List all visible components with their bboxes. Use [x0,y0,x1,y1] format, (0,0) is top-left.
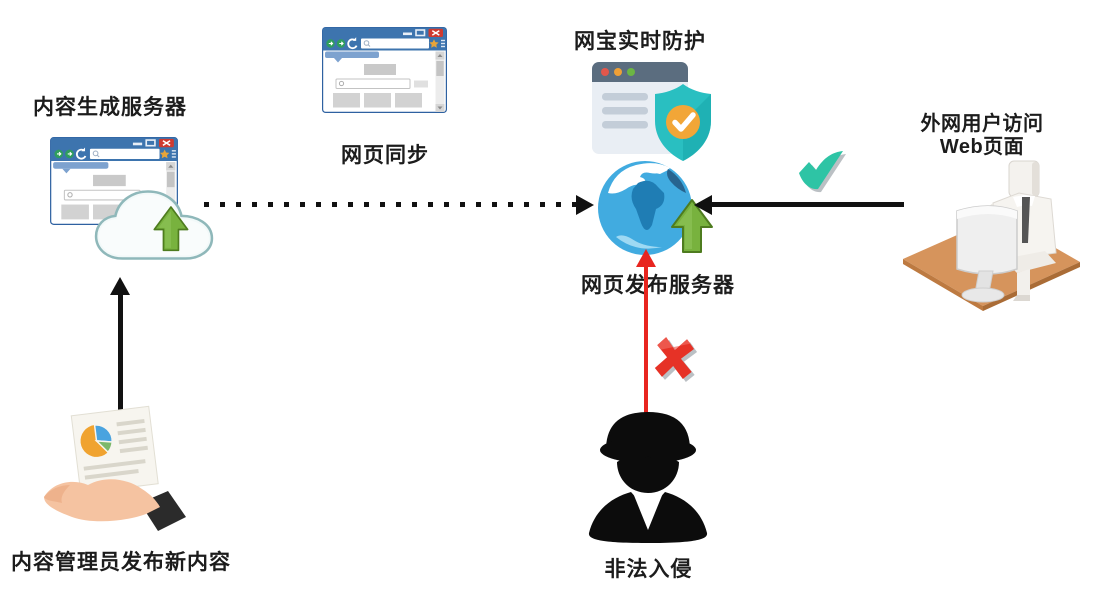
cloud-upload-icon [94,190,214,260]
shield-check-icon [655,84,711,161]
arrowhead-left-icon [694,195,712,215]
upload-arrow-icon [153,206,189,252]
admin-publish-arrow [118,293,123,414]
arrowhead-right-icon [576,195,594,215]
publish-server-label: 网页发布服务器 [581,274,735,297]
arrowhead-up-icon [110,277,130,295]
external-user-label-line1: 外网用户访问 [920,113,1044,135]
arrowhead-up-red-icon [636,249,656,267]
protection-label: 网宝实时防护 [574,30,706,53]
green-check-icon [799,151,843,190]
spy-icon [588,412,708,543]
red-cross-icon [654,337,695,380]
globe-server-icon [598,161,692,255]
hand-document-icon [44,405,186,531]
intrusion-arrow [644,266,648,415]
external-user-label-line2: Web页面 [939,136,1025,158]
protection-shield-icon [592,62,711,161]
admin-label: 内容管理员发布新内容 [11,551,231,574]
external-user-label: 外网用户访问 Web页面 [880,113,1084,159]
intrusion-label: 非法入侵 [604,558,693,581]
dotted-sync-arrow [204,202,576,207]
web-sync-label: 网页同步 [341,144,429,167]
user-access-arrow [712,202,904,207]
sync-browser-icon [322,27,447,113]
content-server-label: 内容生成服务器 [33,96,187,119]
user-desk-icon [903,160,1080,311]
